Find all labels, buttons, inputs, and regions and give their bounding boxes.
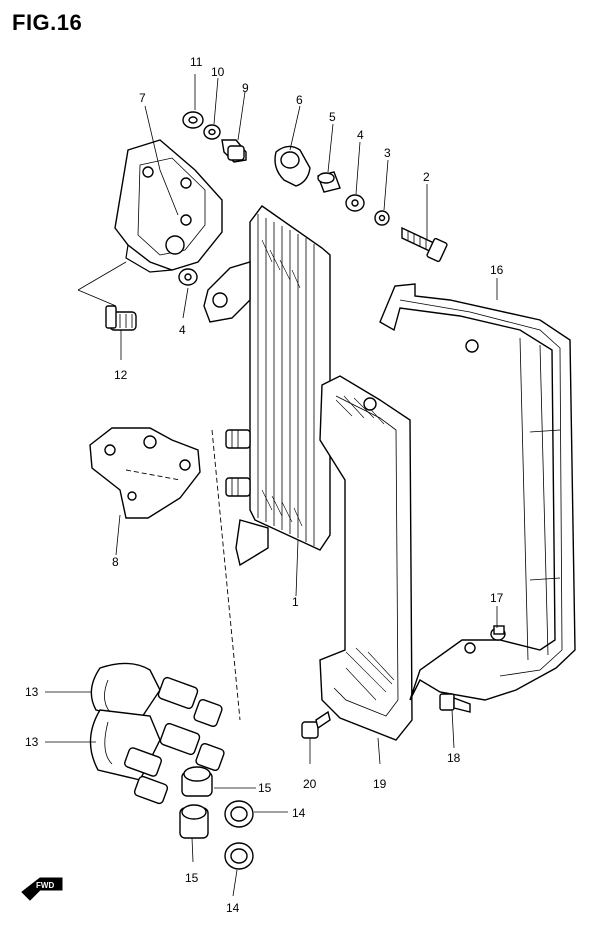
callout-2: 2 bbox=[423, 170, 430, 184]
part-4-washer-lower bbox=[178, 268, 198, 286]
callout-17: 17 bbox=[490, 591, 504, 605]
callout-4-upper: 4 bbox=[357, 128, 364, 142]
part-19-shroud bbox=[319, 375, 413, 741]
callout-8: 8 bbox=[112, 555, 119, 569]
callout-14-upper: 14 bbox=[292, 806, 306, 820]
callout-10: 10 bbox=[211, 65, 225, 79]
part-11-washer bbox=[182, 111, 204, 129]
callout-18: 18 bbox=[447, 751, 461, 765]
callout-20: 20 bbox=[303, 777, 317, 791]
part-7-upper-bracket bbox=[114, 139, 223, 273]
part-14-orings bbox=[224, 800, 254, 870]
figure-title: FIG.16 bbox=[12, 10, 83, 35]
part-18-bolt bbox=[439, 693, 471, 713]
part-4-washer-upper bbox=[345, 194, 365, 212]
fwd-label: FWD bbox=[36, 881, 54, 890]
callout-13-lower: 13 bbox=[25, 735, 39, 749]
part-15-fittings bbox=[179, 766, 213, 839]
callout-3: 3 bbox=[384, 146, 391, 160]
callout-4-lower: 4 bbox=[179, 323, 186, 337]
callout-19: 19 bbox=[373, 777, 387, 791]
part-1-oil-cooler bbox=[203, 205, 331, 567]
fwd-arrow-icon: FWD bbox=[21, 877, 63, 901]
callout-13-upper: 13 bbox=[25, 685, 39, 699]
callout-14-lower: 14 bbox=[226, 901, 240, 915]
callout-16: 16 bbox=[490, 263, 504, 277]
part-10-washer bbox=[203, 124, 221, 140]
part-13-hoses bbox=[89, 429, 241, 805]
callout-15-right: 15 bbox=[258, 781, 272, 795]
callout-1: 1 bbox=[292, 595, 299, 609]
part-20-bolt bbox=[301, 710, 331, 739]
part-12-bolt bbox=[105, 305, 137, 331]
part-9-bolt bbox=[221, 139, 247, 163]
part-2-bolt bbox=[401, 226, 448, 263]
callout-labels: 11 10 9 7 6 5 4 3 2 16 4 12 8 1 17 13 13… bbox=[25, 55, 504, 915]
callout-6: 6 bbox=[296, 93, 303, 107]
callout-5: 5 bbox=[329, 110, 336, 124]
callout-11: 11 bbox=[190, 55, 203, 69]
part-8-lower-bracket bbox=[89, 427, 201, 519]
leader-lines bbox=[45, 74, 498, 897]
part-16-guard bbox=[379, 283, 576, 701]
part-6-grommet bbox=[274, 145, 311, 187]
callout-15-lower: 15 bbox=[185, 871, 199, 885]
part-5-collar bbox=[317, 171, 341, 193]
callout-7: 7 bbox=[139, 91, 146, 105]
callout-12: 12 bbox=[114, 368, 128, 382]
part-17-bolt bbox=[490, 625, 506, 641]
callout-9: 9 bbox=[242, 81, 249, 95]
part-3-washer bbox=[374, 210, 390, 226]
